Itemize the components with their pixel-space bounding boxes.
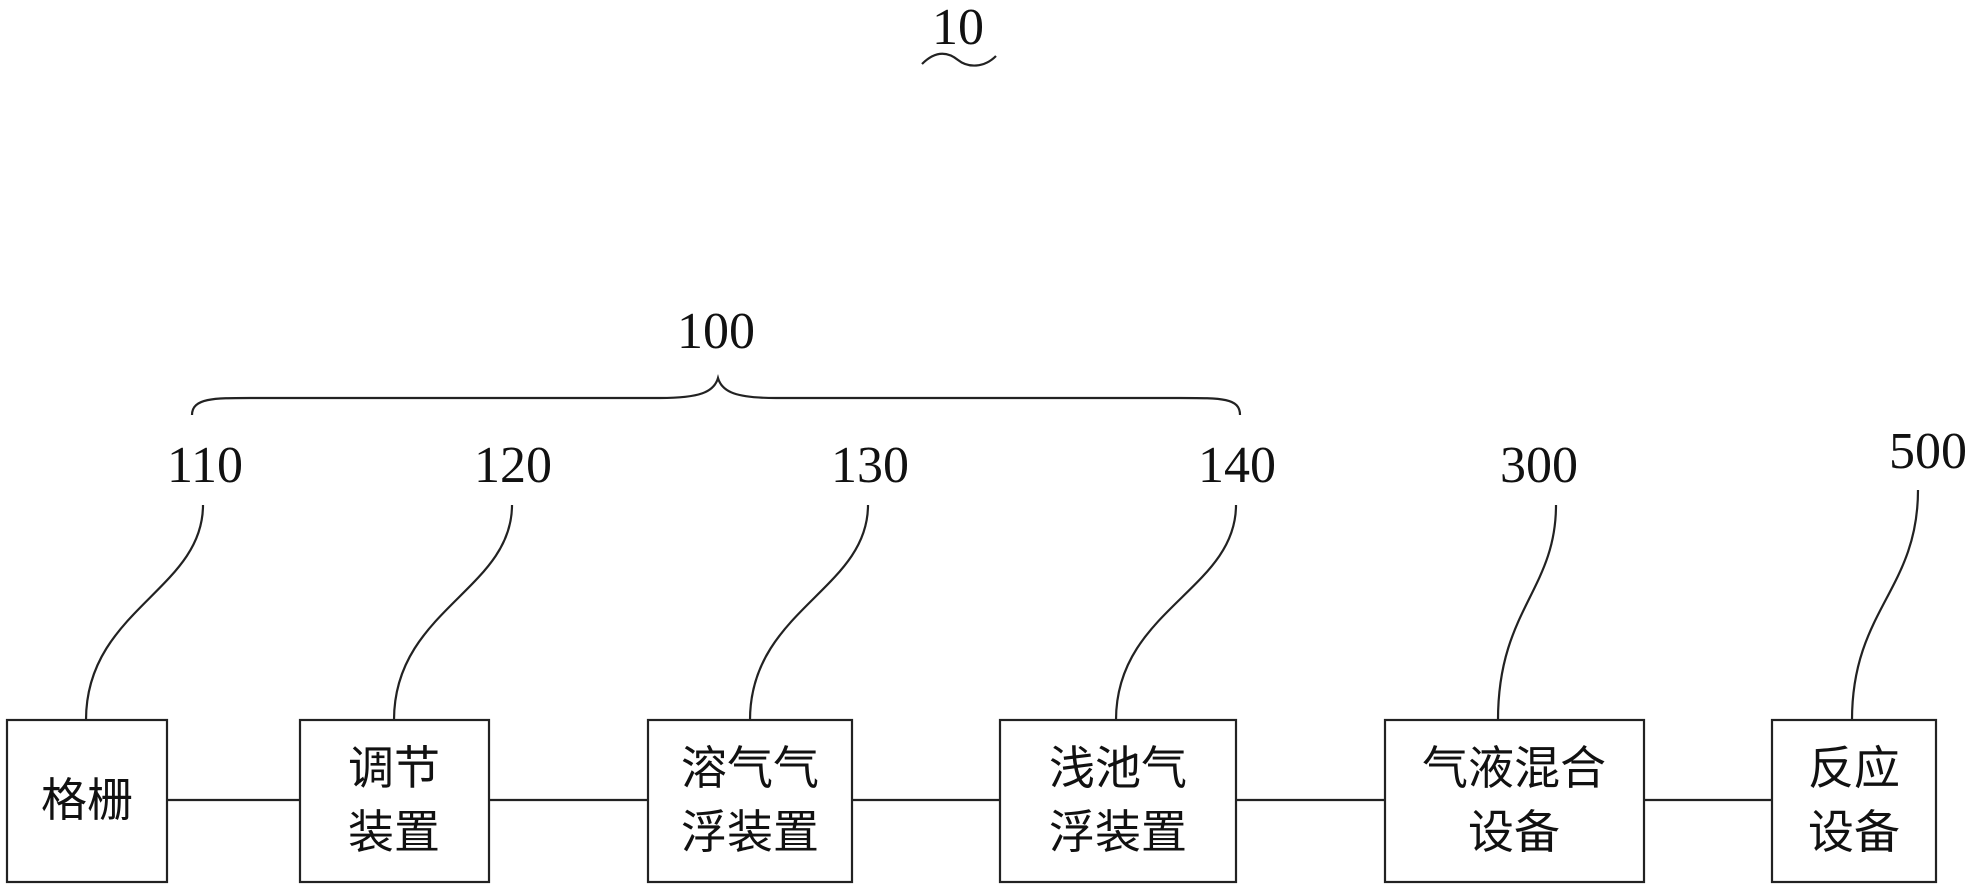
box-110-text: 格栅 [41, 773, 133, 827]
ref-label-140: 140 [1198, 437, 1276, 494]
box-500 [1770, 718, 1938, 884]
leader-300 [1496, 504, 1558, 721]
box-300 [1383, 718, 1646, 884]
system-label: 10 [932, 0, 984, 56]
block-120: 120 调节 装置 [298, 437, 552, 884]
leader-120 [392, 504, 514, 721]
leader-500 [1850, 489, 1920, 721]
box-300-line-1: 气液混合 [1422, 741, 1606, 795]
box-140 [998, 718, 1238, 884]
box-500-line-2: 设备 [1808, 805, 1900, 859]
ref-label-300: 300 [1500, 437, 1578, 494]
leader-110 [84, 504, 205, 721]
block-140: 140 浅池气 浮装置 [998, 437, 1276, 884]
box-130-line-1: 溶气气 [681, 741, 819, 795]
block-500: 500 反应 设备 [1770, 423, 1967, 884]
box-500-line-1: 反应 [1808, 741, 1900, 795]
leader-140 [1114, 504, 1238, 721]
box-140-line-2: 浮装置 [1049, 805, 1187, 859]
block-300: 300 气液混合 设备 [1383, 437, 1646, 884]
group-label: 100 [677, 303, 755, 360]
leader-130 [748, 504, 870, 721]
ref-label-120: 120 [474, 437, 552, 494]
box-120-line-1: 调节 [348, 741, 440, 795]
box-110 [5, 718, 169, 884]
box-120 [298, 718, 491, 884]
box-140-line-1: 浅池气 [1049, 741, 1187, 795]
box-300-line-2: 设备 [1468, 805, 1560, 859]
ref-label-130: 130 [831, 437, 909, 494]
ref-label-500: 500 [1889, 423, 1967, 480]
group-brace [190, 374, 1242, 416]
box-120-line-2: 装置 [348, 805, 440, 859]
ref-label-110: 110 [167, 437, 243, 494]
box-130-line-2: 浮装置 [681, 805, 819, 859]
block-110: 110 格栅 [5, 437, 243, 884]
box-130 [646, 718, 854, 884]
system-tilde [921, 52, 997, 67]
block-130: 130 溶气气 浮装置 [646, 437, 909, 884]
